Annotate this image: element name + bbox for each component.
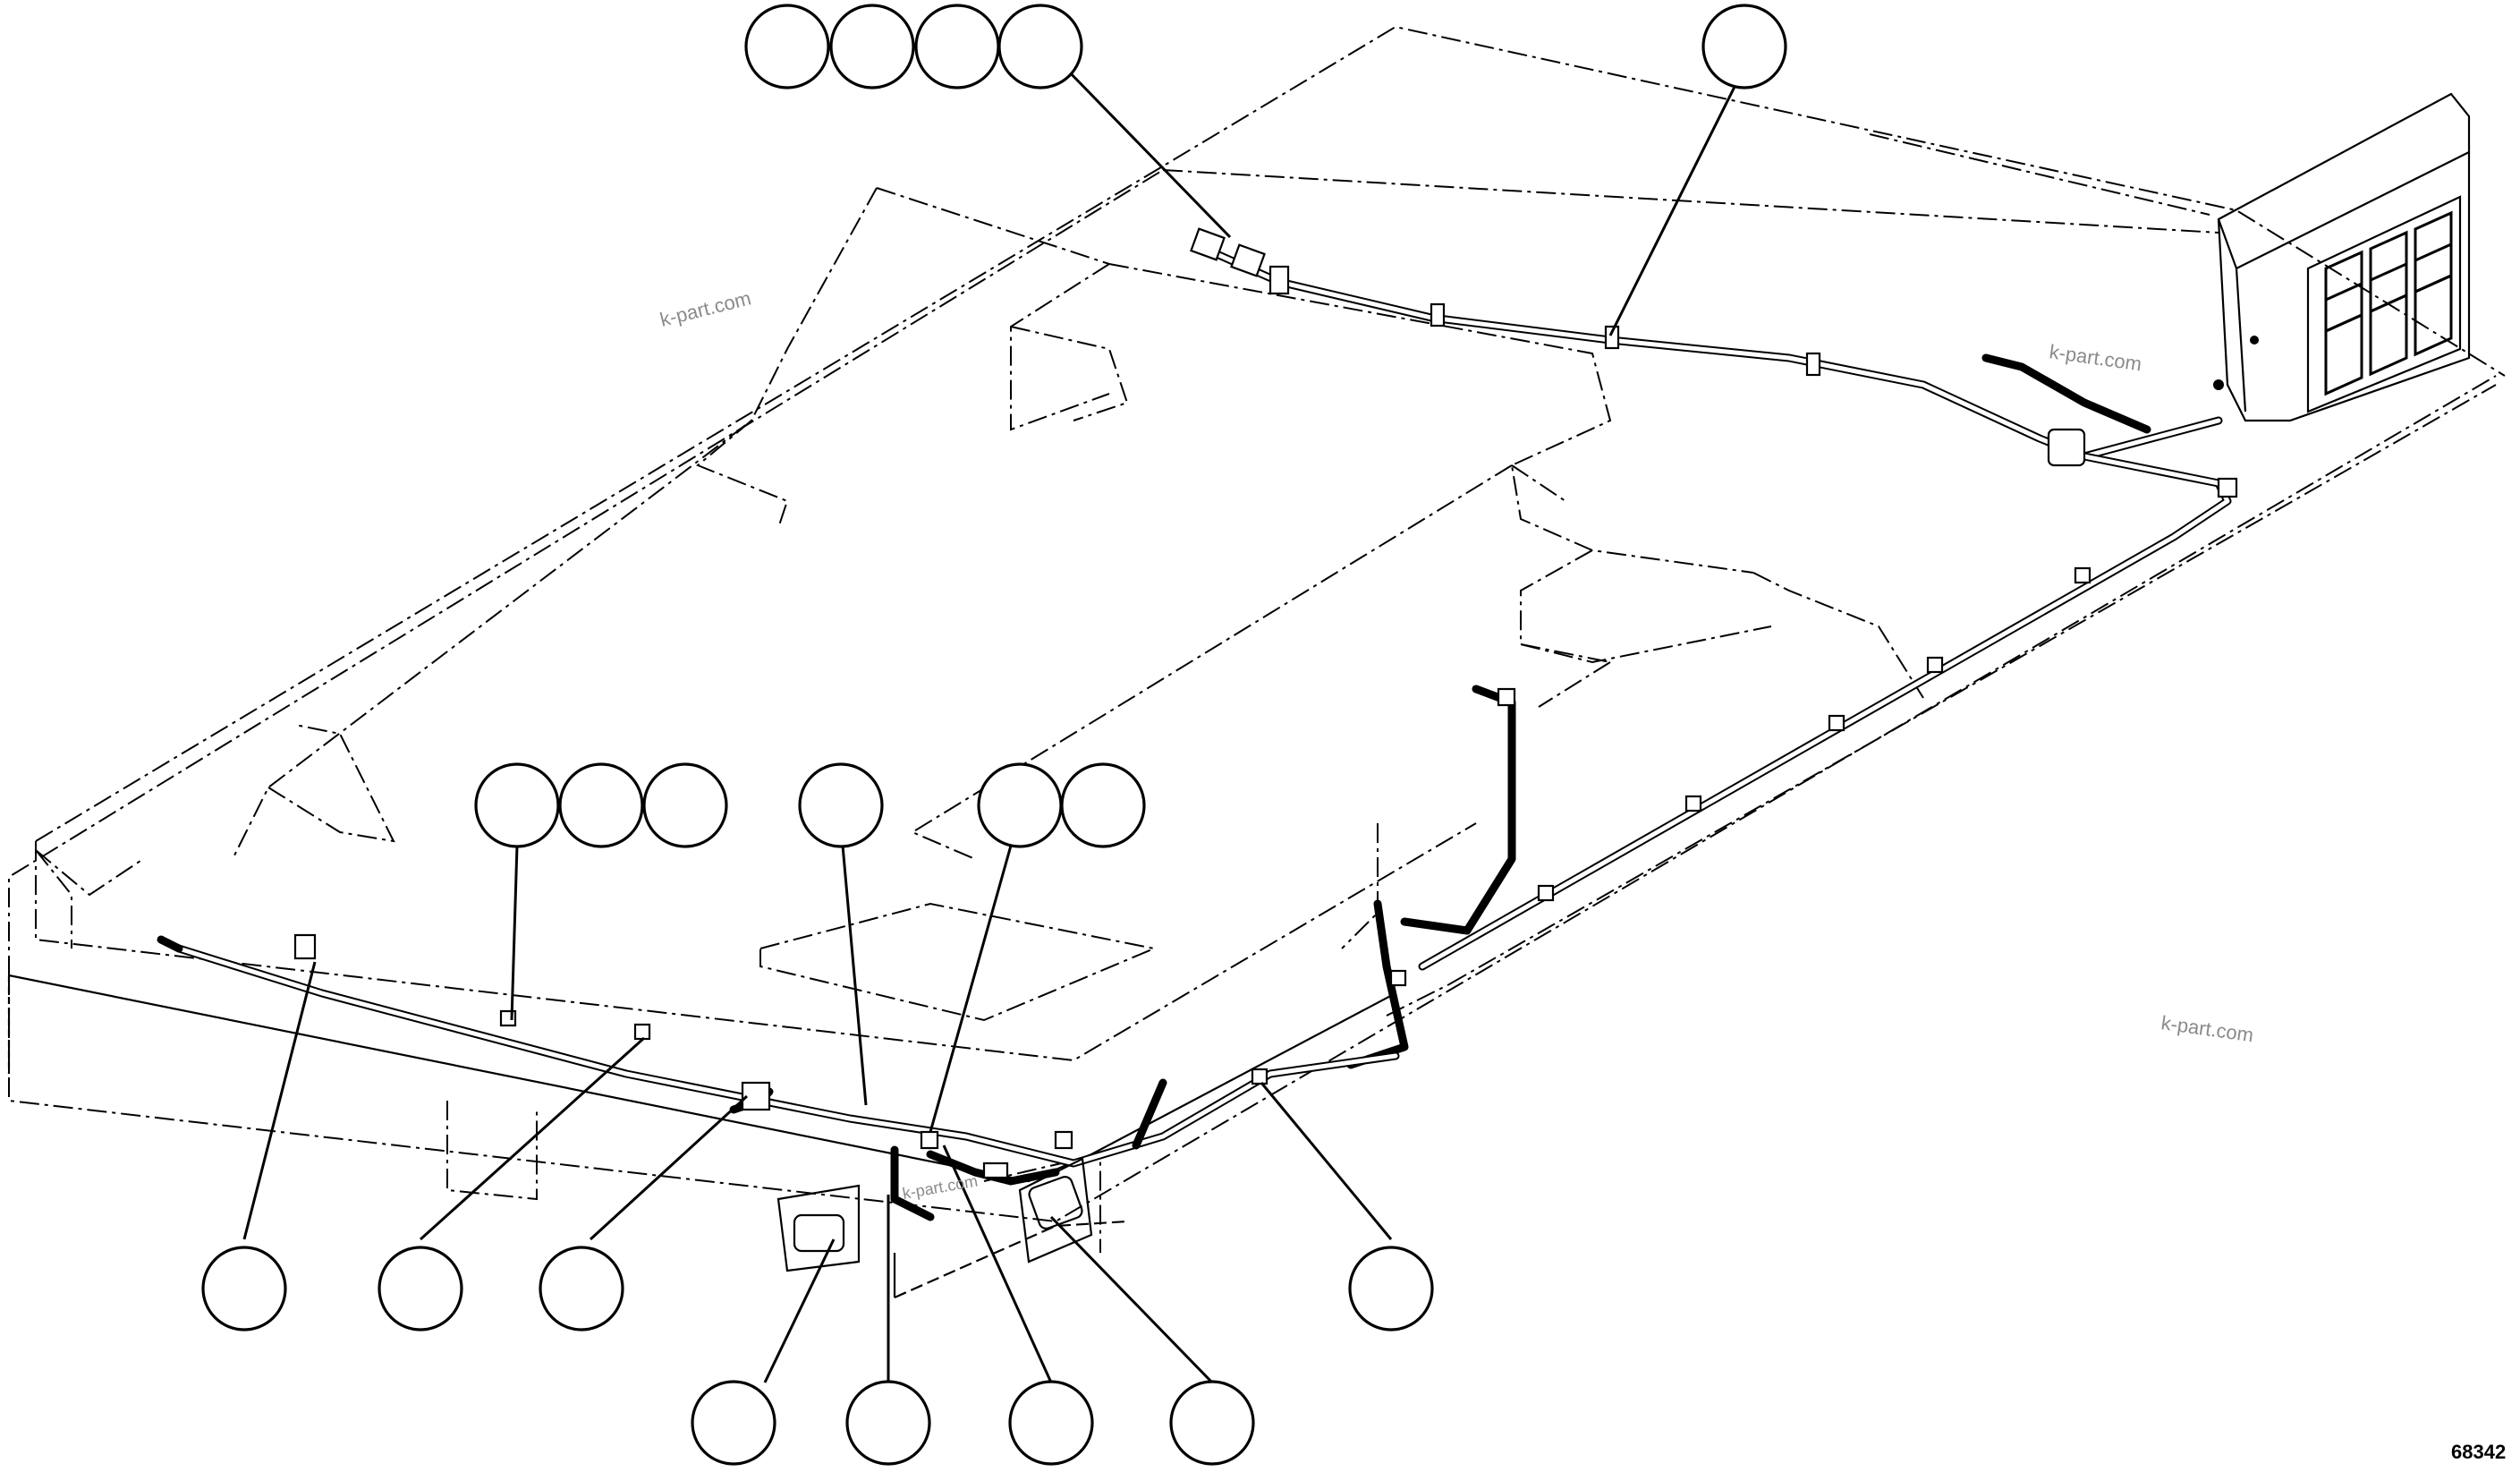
- bumper-skirt: [7, 974, 1396, 1299]
- watermark-text: k-part.com: [2048, 340, 2142, 375]
- callout-balloon: [845, 1380, 931, 1466]
- wiring-harness: [157, 242, 2232, 1221]
- callout-group-bottom: [201, 1246, 1434, 1466]
- callout-balloon: [539, 1246, 624, 1332]
- callout-group-mid-left: [474, 762, 728, 848]
- callout-group-top-left: [744, 4, 1083, 89]
- callout-balloon: [798, 762, 884, 848]
- digital-display-housing: [2213, 92, 2471, 422]
- callout-balloon: [201, 1246, 287, 1332]
- callout-balloon: [642, 762, 728, 848]
- callout-balloon: [558, 762, 644, 848]
- callout-balloon: [691, 1380, 776, 1466]
- callout-balloon: [1169, 1380, 1255, 1466]
- callout-balloon: [744, 4, 830, 89]
- callout-group-mid-single: [798, 762, 884, 848]
- watermark-text: k-part.com: [658, 286, 753, 330]
- callout-balloon: [1008, 1380, 1094, 1466]
- callout-balloon: [1348, 1246, 1434, 1332]
- callout-balloon: [829, 4, 915, 89]
- callout-group-top-right: [1701, 4, 1787, 89]
- tail-light-left: [776, 1184, 861, 1272]
- tail-light-right: [1018, 1157, 1093, 1264]
- callout-balloon: [977, 762, 1063, 848]
- deck-frame: [8, 25, 2506, 1253]
- callout-balloon: [1060, 762, 1146, 848]
- callout-balloon: [914, 4, 1000, 89]
- display-digits: [2324, 210, 2453, 396]
- callout-balloons: [201, 4, 1787, 1466]
- callout-balloon: [997, 4, 1083, 89]
- callout-group-mid-pair: [977, 762, 1146, 848]
- harness-clips: [293, 227, 2238, 1179]
- leader-lines: [242, 65, 1746, 1384]
- figure-number: 68342: [2451, 1441, 2506, 1463]
- callout-balloon: [474, 762, 560, 848]
- callout-balloon: [378, 1246, 463, 1332]
- watermark-text: k-part.com: [2159, 1011, 2254, 1046]
- callout-balloon: [1701, 4, 1787, 89]
